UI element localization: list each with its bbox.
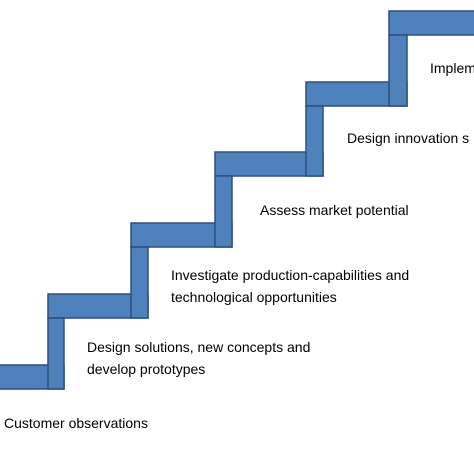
- step-label-line: Investigate production-capabilities and: [171, 267, 410, 283]
- step-label-line: Implem: [430, 60, 474, 76]
- step-label-design-solutions: Design solutions, new concepts and devel…: [87, 336, 310, 380]
- step-label-line: technological opportunities: [171, 289, 337, 305]
- step-label-implement: Implem: [430, 57, 474, 79]
- stair-riser-3: [214, 175, 233, 248]
- stair-riser-4: [305, 105, 324, 177]
- step-label-line: Design solutions, new concepts and: [87, 339, 311, 355]
- step-label-assess-market: Assess market potential: [260, 199, 409, 221]
- stair-tread-6: [388, 10, 474, 36]
- step-label-line: Assess market potential: [260, 202, 409, 218]
- stair-tread-4: [214, 151, 324, 177]
- stair-riser-2: [130, 246, 149, 319]
- stair-riser-1: [47, 317, 65, 390]
- step-label-customer-observations: Customer observations: [4, 412, 148, 434]
- step-label-line: Customer observations: [4, 415, 148, 431]
- step-label-line: Design innovation s: [347, 130, 470, 146]
- step-label-design-innovation: Design innovation s: [347, 127, 469, 149]
- stair-riser-5: [388, 34, 408, 107]
- step-label-investigate-production: Investigate production-capabilities and …: [171, 264, 409, 308]
- step-label-line: develop prototypes: [87, 361, 206, 377]
